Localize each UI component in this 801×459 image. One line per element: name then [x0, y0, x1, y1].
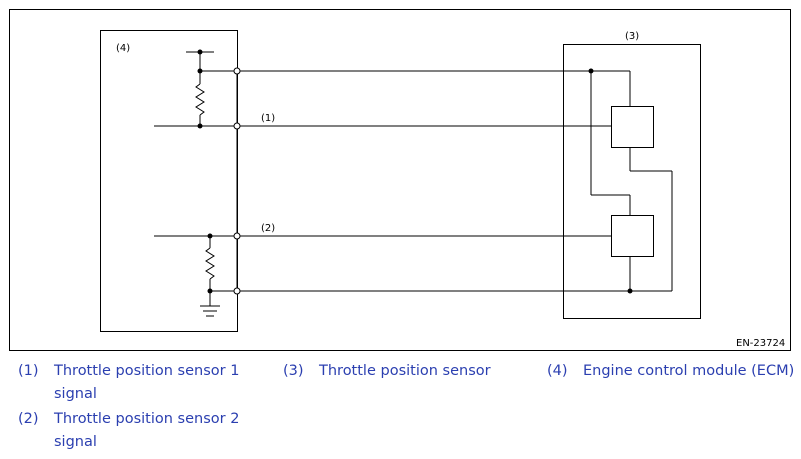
- terminal-connector: [233, 232, 241, 240]
- legend-text: Throttle position sensor: [319, 363, 491, 379]
- signal1-label: (1): [261, 113, 275, 124]
- legend-text: Throttle position sensor 1 signal: [54, 363, 240, 402]
- wiring-diagram: (4) (3) (1) (2) EN-23724: [9, 9, 791, 351]
- legend-text: Throttle position sensor 2 signal: [54, 411, 240, 450]
- legend-number: (2): [18, 411, 39, 427]
- node-dot: [588, 68, 594, 74]
- node-dot: [197, 49, 203, 55]
- sensor-label: (3): [625, 31, 639, 42]
- node-dot: [207, 288, 213, 294]
- legend: (1) Throttle position sensor 1 signal (2…: [0, 358, 801, 458]
- sensor-box: [563, 44, 701, 319]
- diagram-frame: [9, 9, 791, 351]
- ecm-label: (4): [116, 43, 130, 54]
- figure-code: EN-23724: [736, 338, 785, 349]
- node-dot: [197, 68, 203, 74]
- terminal-connector: [233, 67, 241, 75]
- legend-number: (1): [18, 363, 39, 379]
- sensor-element-2: [611, 215, 654, 257]
- terminal-connector: [233, 122, 241, 130]
- signal2-label: (2): [261, 223, 275, 234]
- legend-number: (3): [283, 363, 304, 379]
- legend-number: (4): [547, 363, 568, 379]
- legend-text: Engine control module (ECM): [583, 363, 795, 379]
- resistor-upper: [195, 83, 205, 116]
- terminal-connector: [233, 287, 241, 295]
- sensor-element-1: [611, 106, 654, 148]
- node-dot: [197, 123, 203, 129]
- resistor-lower: [205, 247, 215, 280]
- ecm-box: [100, 30, 238, 332]
- node-dot: [627, 288, 633, 294]
